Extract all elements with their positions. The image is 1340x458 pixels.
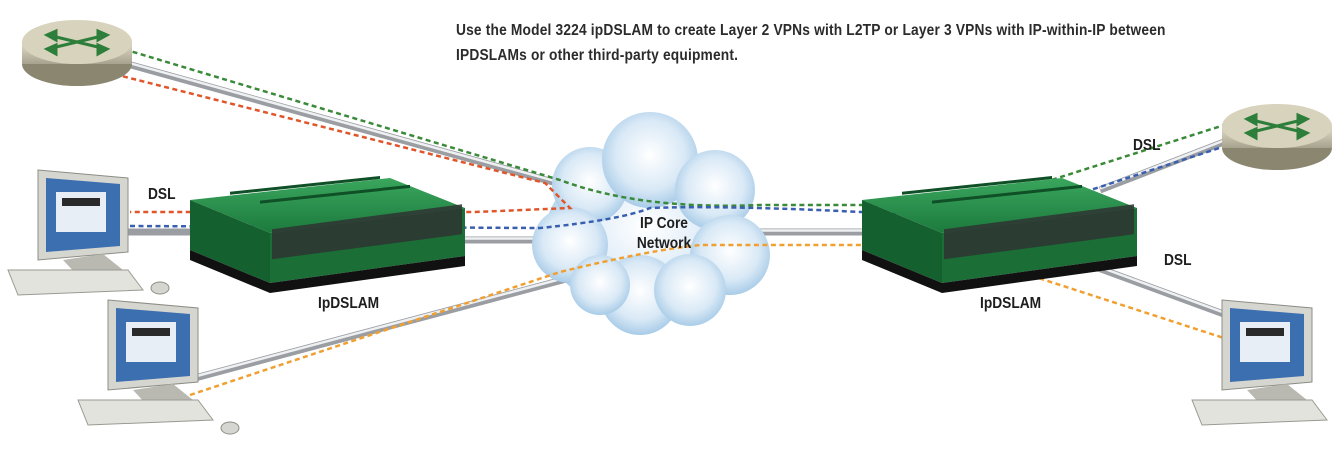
- label-dsl-left: DSL: [148, 186, 176, 203]
- label-ipdslam-left: IpDSLAM: [318, 295, 380, 312]
- computer-icon: [7, 169, 170, 296]
- dslam-device-icon: [190, 176, 465, 293]
- label-dsl-right-bottom: DSL: [1164, 252, 1192, 269]
- pipe-dslam-right-pc: [1088, 261, 1242, 324]
- router-icon: [1222, 104, 1332, 170]
- cloud-icon: [532, 112, 770, 335]
- diagram-caption: Use the Model 3224 ipDSLAM to create Lay…: [456, 22, 1166, 64]
- computer-icon: [77, 299, 240, 435]
- pipe-router-left-cloud: [91, 51, 604, 199]
- label-dsl-right-top: DSL: [1133, 137, 1161, 154]
- computer-icon: [1191, 299, 1328, 426]
- label-ip-core-line2: Network: [636, 235, 692, 252]
- label-ip-core-line1: IP Core: [640, 215, 688, 232]
- router-icon: [22, 20, 132, 86]
- path-green: [99, 40, 1241, 207]
- dslam-device-icon: [862, 176, 1137, 293]
- label-ip-core-network: IP Core Network: [628, 214, 700, 254]
- label-ipdslam-right: IpDSLAM: [980, 295, 1042, 312]
- pipe-pc-bottom-cloud: [191, 266, 604, 382]
